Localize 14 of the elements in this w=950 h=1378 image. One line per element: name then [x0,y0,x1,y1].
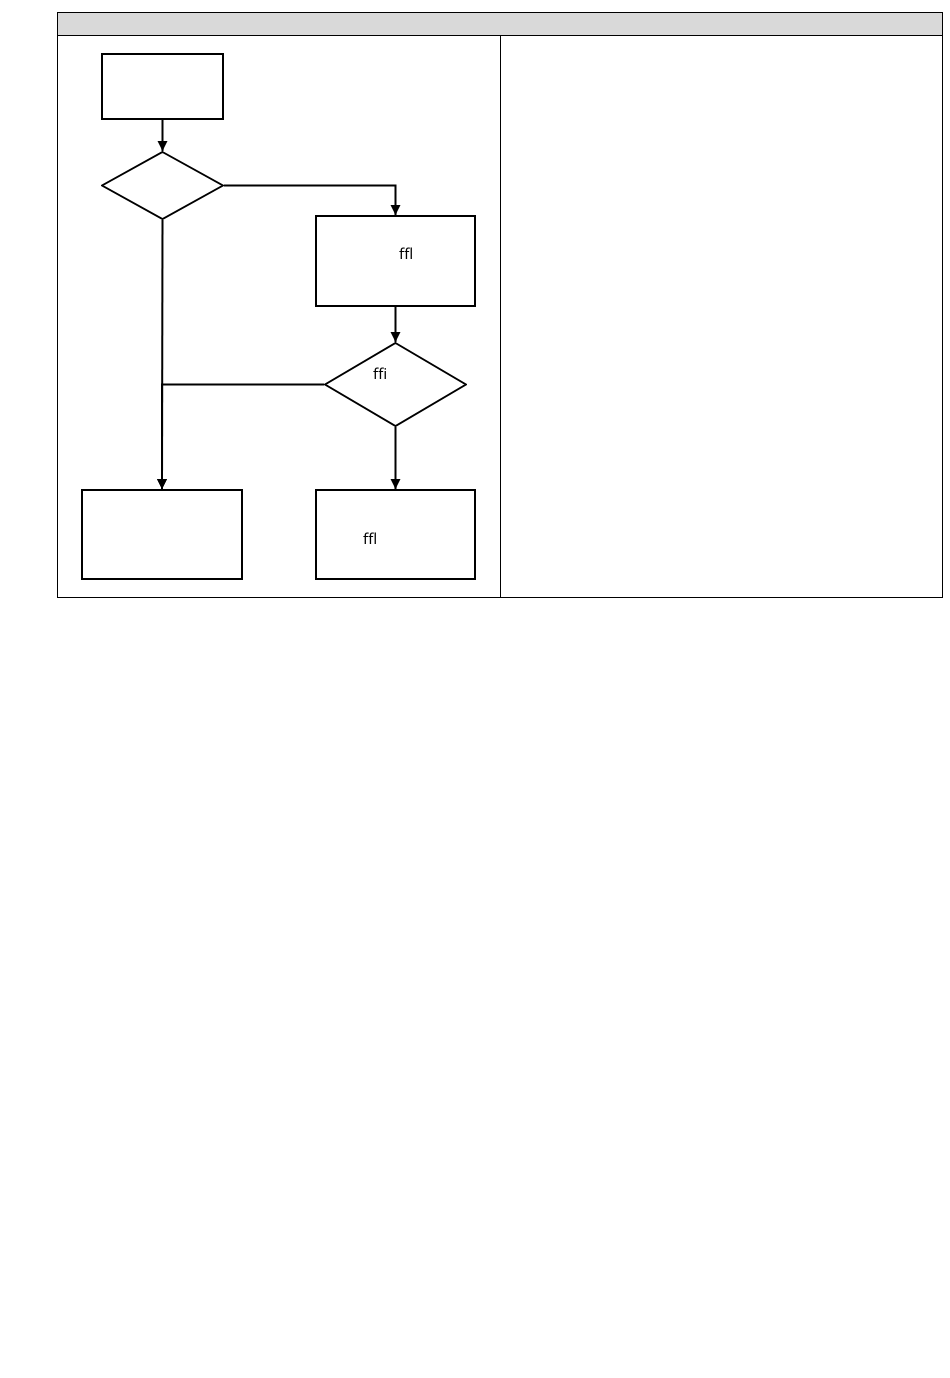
process-box [315,489,476,580]
process-box [81,489,243,580]
process-box [315,215,476,307]
decision-diamond [101,151,224,220]
arrow [157,119,168,152]
arrow [390,426,401,490]
arrow [223,184,401,216]
decision-label: ﬃ [373,365,387,383]
arrow [157,383,325,490]
arrow [390,306,401,343]
process-box [101,53,224,120]
process-label: ﬄ [399,245,413,263]
process-label: ﬄ [363,530,377,548]
decision-diamond [324,342,467,427]
